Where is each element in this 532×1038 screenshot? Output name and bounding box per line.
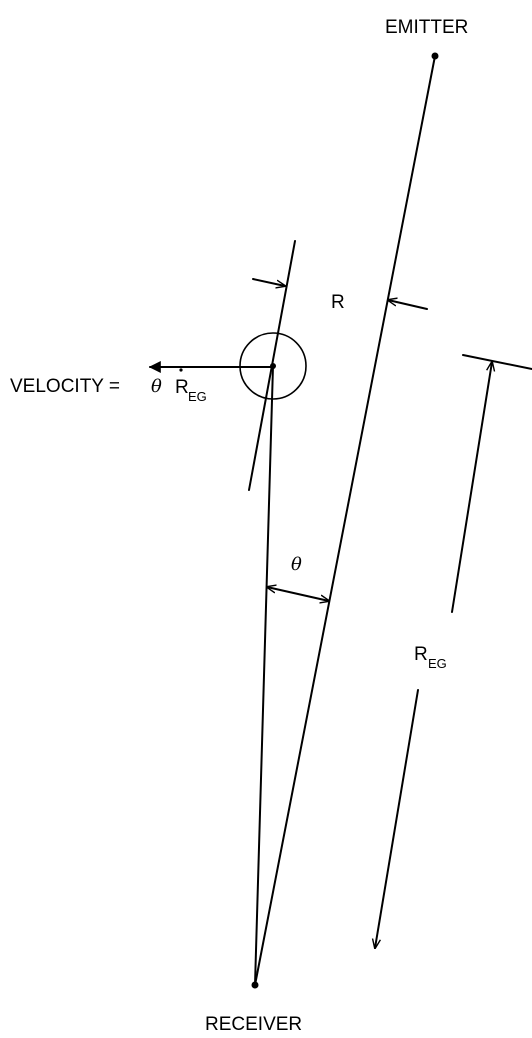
target-parallel-line	[248, 240, 296, 491]
r-left-arrow	[252, 278, 285, 286]
receiver-target-line	[254, 365, 274, 986]
r-right-arrow	[388, 300, 428, 310]
velocity-label: VELOCITY =	[10, 376, 120, 397]
rdot-dot-icon	[179, 368, 183, 372]
velocity-theta-symbol: θ	[151, 376, 162, 397]
reg-dimension-arrow-top	[451, 362, 492, 613]
receiver-label: RECEIVER	[205, 1014, 302, 1035]
emitter-label: EMITTER	[385, 17, 468, 38]
velocity-prefix: VELOCITY =	[10, 376, 120, 397]
reg-dimension-arrow-bottom	[375, 689, 419, 948]
reg-label-main: R	[414, 644, 428, 665]
rdot-main: R	[175, 377, 189, 398]
theta-angle-arrow	[267, 587, 329, 601]
rdot-subscript: EG	[188, 389, 207, 404]
reg-label-subscript: EG	[428, 656, 447, 671]
reg-top-tick	[462, 354, 532, 370]
r-label: R	[331, 292, 345, 313]
emitter-receiver-line	[254, 55, 436, 986]
theta-label: θ	[291, 554, 302, 575]
